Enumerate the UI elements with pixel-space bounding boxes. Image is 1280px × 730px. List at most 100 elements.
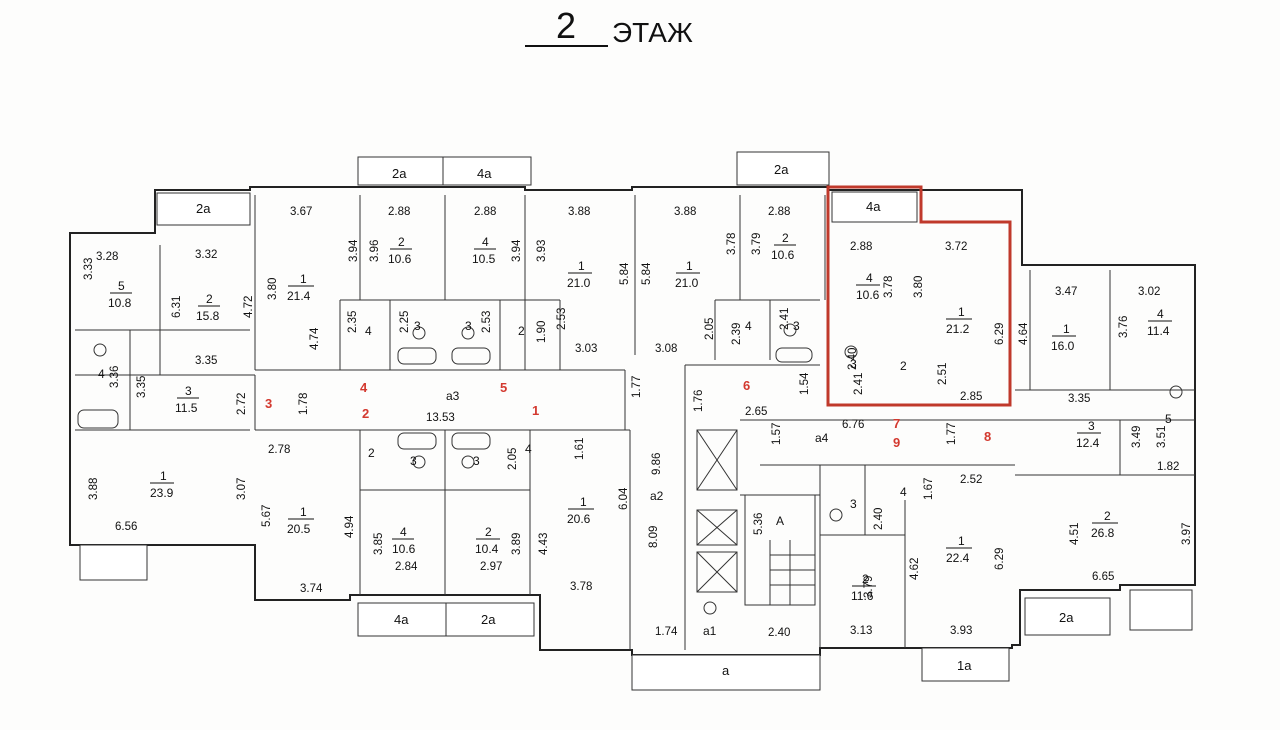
corridor-labels: а3 13.53 а4 6.76 а2 а1 А: [426, 389, 864, 638]
dim-label: 6.29: [994, 548, 1006, 570]
small-room-label: 3: [410, 454, 417, 468]
interior-walls: [75, 195, 1195, 650]
dim-label: 1.76: [693, 390, 705, 412]
dim-label: 3.72: [945, 241, 967, 253]
stair-a-label: А: [776, 514, 784, 528]
room-1-bl-number: 1: [160, 469, 167, 483]
dim-label: 1.78: [298, 393, 310, 415]
bath-fixtures: [77, 323, 1183, 615]
small-room-label: 4: [365, 324, 372, 338]
room-1-bl-area: 23.9: [150, 486, 174, 500]
highlighted-apartment[interactable]: [826, 185, 1012, 407]
dim-label: 5.36: [753, 513, 765, 535]
dim-label: 1.74: [655, 626, 678, 638]
room-4-e-area: 10.6: [392, 542, 416, 556]
room-1-c-number: 1: [686, 259, 693, 273]
dim-label: 4.62: [909, 558, 921, 580]
dim-label: 1.77: [631, 376, 643, 398]
balcony-7: [357, 602, 447, 637]
dim-label: 1.57: [771, 423, 783, 445]
dim-label: 1.67: [923, 478, 935, 500]
room-1-a-number: 1: [300, 272, 307, 286]
dim-label: 3.02: [1138, 286, 1160, 298]
room-3-r-number: 3: [1088, 419, 1095, 433]
dimension-labels: 3.28 3.32 3.67 2.88 2.88 3.88 3.88 2.88 …: [96, 206, 1179, 639]
dim-label: 2.41: [853, 373, 865, 395]
dim-label: 3.08: [655, 343, 677, 355]
marker-4: 4: [360, 380, 368, 395]
dim-label: 3.33: [83, 258, 95, 280]
marker-3: 3: [265, 396, 272, 411]
dim-label: 1.61: [574, 438, 586, 460]
dim-label: 3.28: [96, 251, 118, 263]
balcony-8: [445, 602, 535, 637]
marker-5: 5: [500, 380, 507, 395]
dim-label: 2.40: [768, 627, 790, 639]
dim-label: 3.76: [1118, 316, 1130, 338]
dim-label: 2.65: [745, 406, 767, 418]
dim-label: 2.72: [236, 393, 248, 415]
room-1-f-number: 1: [580, 495, 587, 509]
dim-label: 8.09: [648, 526, 660, 548]
dim-label: 3.03: [575, 343, 597, 355]
balcony-5-label: 4a: [866, 199, 881, 214]
room-1-c-area: 21.0: [675, 276, 699, 290]
dim-label: 3.51: [1156, 426, 1168, 448]
room-5-top-area: 10.8: [108, 296, 132, 310]
dim-label: 3.88: [88, 478, 100, 500]
dim-label: 2.85: [960, 391, 982, 403]
dim-label: 6.29: [994, 323, 1006, 345]
dim-label: 2.25: [399, 311, 411, 333]
corridor-a3-label: а3: [446, 389, 460, 403]
balcony-2-label: 2a: [392, 166, 407, 181]
dim-label: 2.52: [960, 474, 982, 486]
balcony-1: [156, 192, 251, 226]
dim-label: 2.05: [507, 448, 519, 470]
dim-label: 3.93: [536, 240, 548, 262]
dim-label: 1.82: [1157, 461, 1179, 473]
dim-label: 6.04: [618, 487, 630, 510]
small-room-label: 4: [745, 319, 752, 333]
room-1-g-number: 1: [958, 534, 965, 548]
small-room-label: 2: [368, 446, 375, 460]
room-2-left-number: 2: [206, 292, 213, 306]
room-1-g-area: 22.4: [946, 551, 970, 565]
room-2-g-number: 2: [1104, 509, 1111, 523]
dim-label: 3.35: [1068, 393, 1090, 405]
dim-label: 3.74: [300, 583, 323, 595]
room-1-b-number: 1: [578, 259, 585, 273]
small-room-label: 3: [414, 319, 421, 333]
marker-6: 6: [743, 378, 750, 393]
balcony-11: [921, 647, 1010, 682]
dim-label: 4.72: [243, 296, 255, 318]
dim-label: 3.93: [950, 625, 972, 637]
dim-label: 5.84: [641, 262, 653, 285]
dim-label: 2.88: [474, 206, 496, 218]
room-4-e-number: 4: [400, 525, 407, 539]
dim-label: 5.84: [619, 262, 631, 285]
dim-label: 3.85: [373, 533, 385, 555]
corridor-a2-label: а2: [650, 489, 664, 503]
room-2-e-area: 10.4: [475, 542, 499, 556]
corridor-a4-dim: 6.76: [842, 419, 864, 431]
dim-label: 2.84: [395, 561, 418, 573]
room-2-b-number: 2: [782, 231, 789, 245]
corridor-a4-label: а4: [815, 431, 829, 445]
room-4-a-area: 10.5: [472, 252, 496, 266]
room-labels: 5 10.8 2 15.8 3 11.5 1 23.9 4 1 21.4 2 1…: [98, 231, 1172, 603]
balcony-9-label: 2a: [1059, 610, 1074, 625]
balcony-4-label: 2a: [774, 162, 789, 177]
small-room-label: 2: [900, 359, 907, 373]
room-4-r-number: 4: [1157, 307, 1164, 321]
stairwell: [744, 494, 816, 606]
dim-label: 2.41: [779, 308, 791, 330]
dim-label: 3.88: [568, 206, 590, 218]
elevator-shafts: [696, 429, 738, 593]
dim-label: 2.97: [480, 561, 502, 573]
dim-label: 3.13: [850, 625, 872, 637]
room-1-e-area: 20.5: [287, 522, 311, 536]
dim-label: 4.94: [344, 515, 356, 538]
dim-label: 3.94: [348, 239, 360, 262]
dim-label: 4.64: [1018, 322, 1030, 345]
dim-label: 1.90: [536, 321, 548, 343]
